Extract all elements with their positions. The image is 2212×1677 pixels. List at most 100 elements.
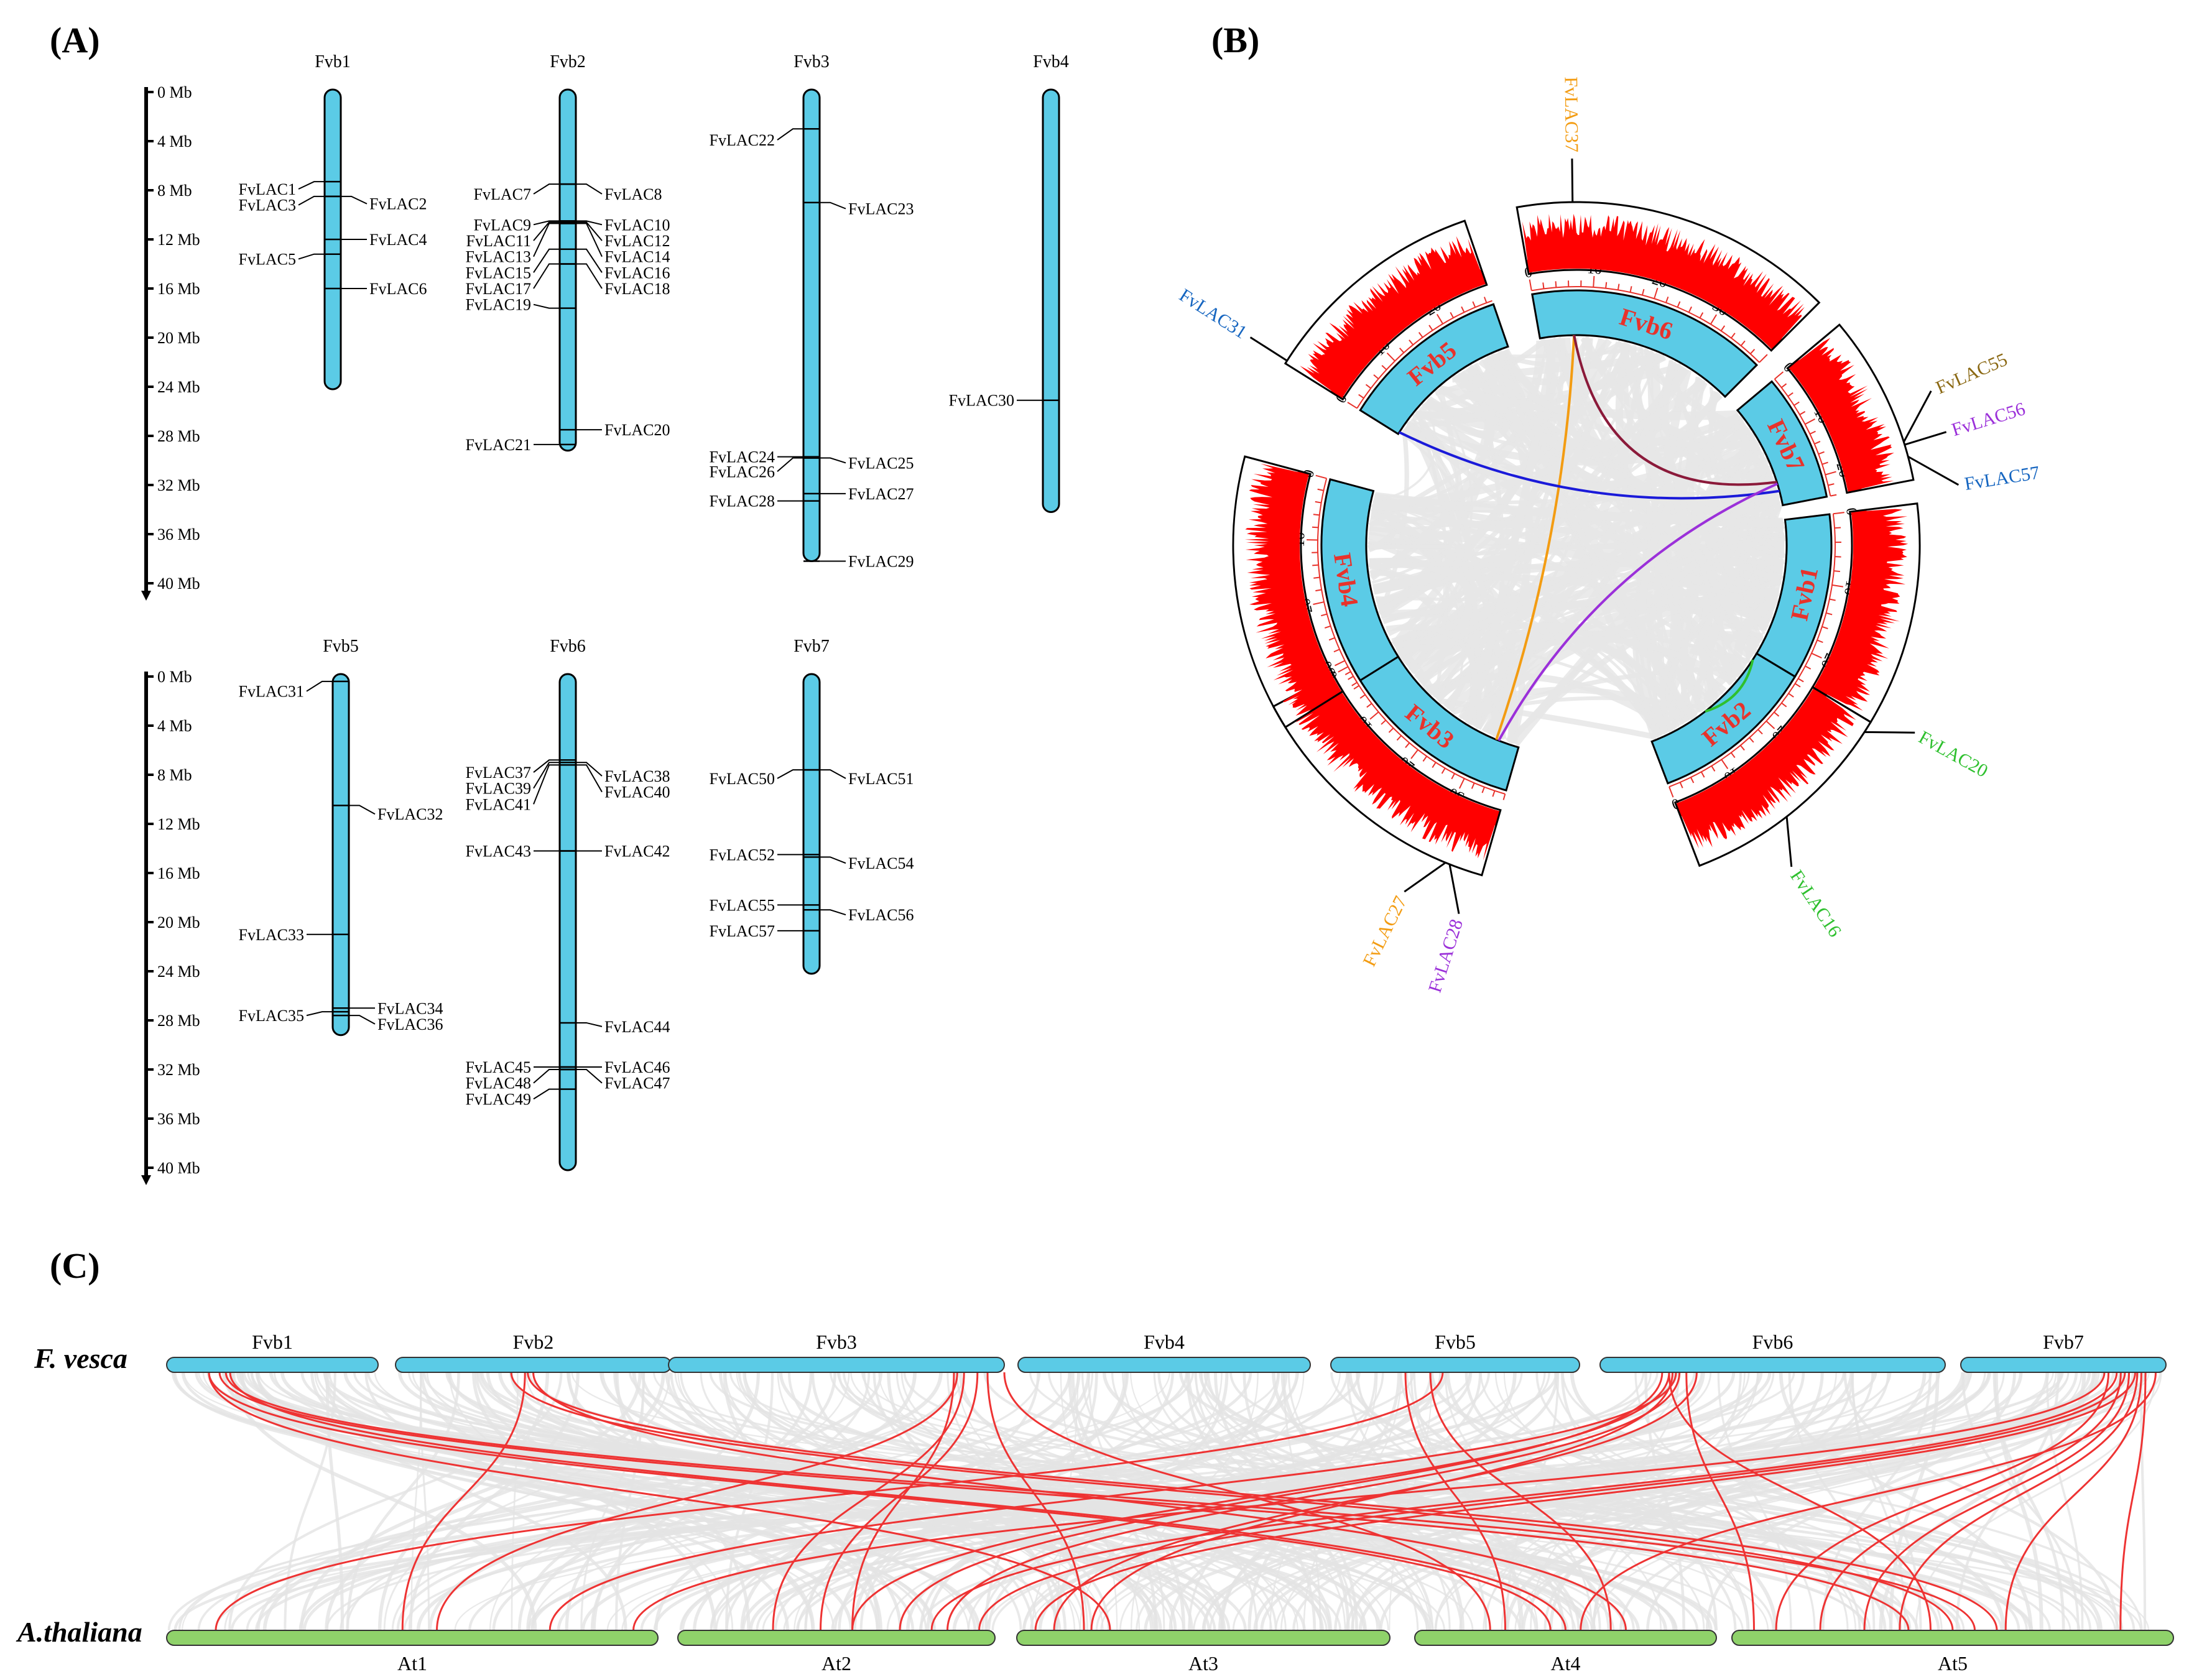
gene-density-histogram [1300, 236, 1487, 399]
circos-tick [1677, 301, 1681, 308]
orthologous-link [1580, 1372, 2157, 1631]
orthologous-link [851, 1372, 1670, 1631]
gene-label: FvLAC51 [848, 770, 914, 788]
gene-leader [306, 1011, 333, 1017]
synteny-ribbon [1406, 1372, 1662, 1631]
scale-tick-label: 32 Mb [157, 476, 200, 494]
gene-name-label: FvLAC28 [1425, 917, 1467, 995]
orthologous-link [436, 1372, 958, 1631]
gene-leader [576, 248, 603, 273]
gene-label: FvLAC22 [710, 131, 775, 149]
gene-label: FvLAC37 [466, 764, 531, 782]
gene-label: FvLAC31 [239, 683, 304, 701]
gene-label: FvLAC8 [604, 185, 662, 203]
collinearity-ribbon [1739, 480, 1775, 640]
scale-tick-label: 36 Mb [157, 1110, 200, 1128]
top-chromosome-bar [395, 1357, 672, 1373]
scale-tick-label: 12 Mb [157, 231, 200, 249]
gene-leader [298, 181, 325, 190]
collinearity-ribbon [1491, 353, 1694, 720]
scale-tick-label: 20 Mb [157, 329, 200, 347]
circos-tick [1450, 312, 1454, 318]
collinearity-ribbon [1393, 641, 1685, 725]
orthologous-link [2004, 1372, 2142, 1631]
collinearity-ribbon [1383, 614, 1455, 687]
gene-leader [777, 769, 803, 779]
gene-leader [298, 253, 325, 260]
gene-label: FvLAC46 [604, 1058, 670, 1076]
orthologous-link [899, 1372, 1664, 1631]
gene-name-label: FvLAC20 [1915, 727, 1991, 782]
synteny-ribbon [416, 1372, 1448, 1631]
circos-tick [1555, 281, 1557, 288]
circos-tick [1699, 312, 1704, 318]
circos-tick [1749, 348, 1756, 354]
chromosome-label: Fvb4 [1033, 52, 1069, 72]
panel-a-label: (A) [50, 20, 100, 60]
circos-tick [1816, 639, 1823, 644]
synteny-ribbon [887, 1372, 1058, 1631]
circos-tick [1740, 340, 1746, 346]
circos-tick [1814, 441, 1821, 445]
synteny-ribbon [323, 1372, 1224, 1631]
orthologous-link [532, 1372, 1627, 1631]
collinearity-ribbon [1369, 561, 1776, 608]
synteny-ribbon [246, 1372, 1678, 1631]
segmental-duplication-link [1705, 659, 1754, 713]
circos-tick [1821, 461, 1828, 465]
scale-tick-label: 12 Mb [157, 815, 200, 833]
circos-tick [1711, 765, 1716, 772]
gene-leader [777, 128, 803, 141]
density-track-frame [1284, 219, 1488, 401]
collinearity-ribbon [1372, 497, 1778, 604]
synteny-ribbon [256, 1372, 883, 1631]
gene-label: FvLAC2 [369, 195, 427, 213]
circos-tick [1720, 325, 1726, 331]
circos-tick [1471, 782, 1475, 789]
gene-label: FvLAC48 [466, 1074, 531, 1093]
circos-tick [1358, 394, 1364, 399]
scale-tick-label: 16 Mb [157, 864, 200, 882]
collinearity-ribbon [1372, 378, 1706, 508]
orthologous-link [1863, 1372, 2131, 1631]
collinearity-ribbon [1508, 501, 1782, 744]
gene-name-label: FvLAC57 [1963, 462, 2041, 494]
gene-label: FvLAC49 [466, 1090, 531, 1108]
collinearity-ribbon [1474, 363, 1688, 722]
circos-chromosome [1531, 289, 1759, 399]
chromosome-bar [802, 88, 821, 562]
circos-tick [1688, 306, 1692, 313]
scale-tick-label: 24 Mb [157, 963, 200, 981]
circos-tick [1730, 752, 1736, 759]
gene-leader [576, 221, 603, 241]
synteny-ribbon [1535, 1372, 1861, 1631]
panel-b-label: (B) [1211, 20, 1259, 60]
circos-tick [1313, 601, 1325, 605]
collinearity-ribbon [1373, 500, 1469, 648]
segmental-duplication-link [1399, 431, 1780, 500]
gene-label: FvLAC32 [377, 805, 443, 823]
gene-marker-line [1907, 455, 1960, 486]
gene-label: FvLAC52 [710, 846, 775, 864]
gene-label: FvLAC3 [239, 196, 296, 215]
gene-name-label: FvLAC56 [1950, 399, 2028, 440]
gene-name-label: FvLAC55 [1933, 349, 2011, 398]
circos-tick [1451, 773, 1455, 780]
gene-label: FvLAC43 [466, 842, 531, 860]
circos-tick [1335, 660, 1346, 667]
circos-tick [1502, 793, 1506, 800]
gene-label: FvLAC42 [604, 842, 670, 860]
gene-leader [533, 248, 560, 273]
collinearity-ribbon [1478, 359, 1758, 449]
collinearity-ribbons [1367, 336, 1787, 747]
circos-tick [1818, 451, 1825, 455]
circos-tick [1793, 401, 1800, 406]
synteny-ribbon [1483, 1372, 1837, 1631]
circos-tick [1386, 353, 1395, 362]
gene-label: FvLAC21 [466, 436, 531, 454]
gene-label: FvLAC35 [239, 1007, 304, 1025]
gene-marker-line [1448, 864, 1460, 914]
gene-label: FvLAC14 [604, 248, 670, 266]
circos-tick [1458, 778, 1465, 789]
gene-density-histogram [1675, 688, 1856, 849]
